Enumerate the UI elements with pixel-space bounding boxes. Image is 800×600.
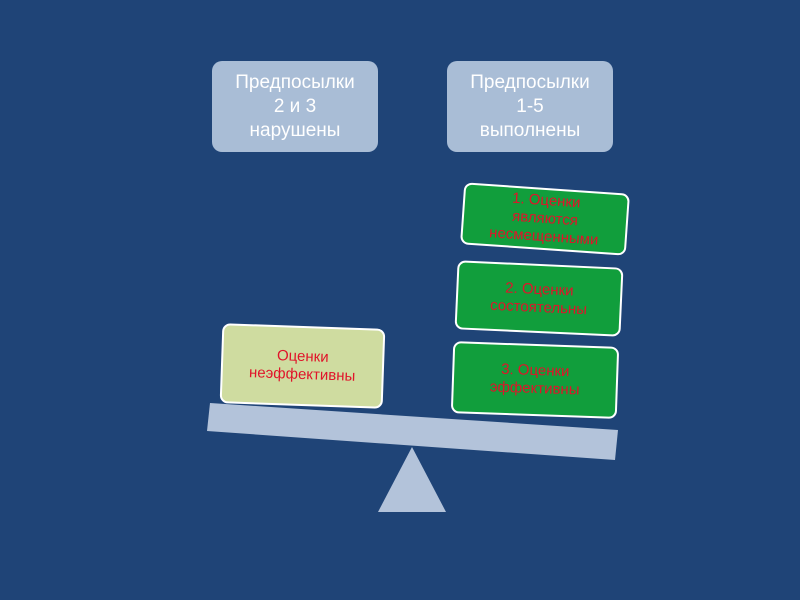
block-consistent: 2. Оценки состоятельны: [454, 260, 624, 337]
header-box-satisfied: Предпосылки 1-5 выполнены: [447, 61, 613, 152]
scale-fulcrum: [378, 447, 446, 512]
block-efficient: 3. Оценки эффективны: [450, 341, 620, 419]
block-unbiased: 1. Оценки являются несмещенными: [460, 182, 630, 256]
scale-beam: [207, 403, 618, 460]
block-inefficient: Оценки неэффективны: [219, 323, 386, 409]
header-box-violated: Предпосылки 2 и 3 нарушены: [212, 61, 378, 152]
